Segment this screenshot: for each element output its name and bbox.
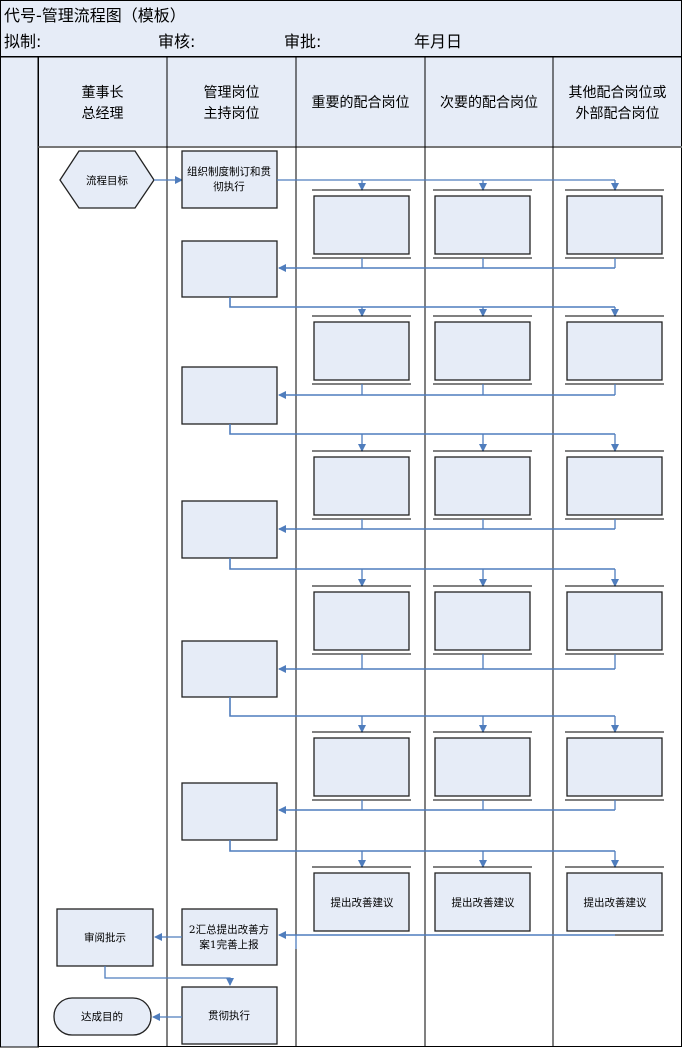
coordination-step-box — [313, 737, 410, 797]
coordination-step-box — [434, 456, 531, 516]
goal-label: 流程目标 — [86, 174, 128, 187]
management-step-box — [181, 908, 278, 966]
coordination-step-box — [313, 591, 410, 651]
lane-header-line1: 董事长 — [82, 85, 124, 101]
management-step-box — [181, 782, 278, 841]
execute-box — [181, 986, 278, 1045]
summary-label-line2: 案1完善上报 — [199, 938, 259, 951]
approved-label: 审批: — [284, 32, 321, 51]
coordination-step-box — [313, 456, 410, 516]
coordination-step-box — [313, 195, 410, 255]
coordination-step-box — [313, 872, 410, 932]
coordination-step-box — [434, 872, 531, 932]
suggest-label: 提出改善建议 — [331, 896, 394, 909]
management-step-box — [181, 240, 278, 298]
achieve-label: 达成目的 — [81, 1010, 123, 1023]
coordination-step-box — [434, 737, 531, 797]
organize-label-line1: 组织制度制订和贯 — [187, 165, 271, 178]
lane-header-line2: 总经理 — [82, 106, 124, 122]
left-strip — [0, 56, 39, 1048]
lane-header: 重要的配合岗位 — [312, 95, 410, 111]
achieve-terminal — [53, 997, 152, 1036]
review-box — [56, 908, 154, 967]
lane-header-line1: 其他配合岗位或 — [569, 85, 667, 101]
coordination-step-box — [434, 195, 531, 255]
coordination-step-box — [566, 195, 663, 255]
lane-header: 次要的配合岗位 — [440, 95, 538, 111]
title-area — [0, 0, 682, 57]
organize-label-line2: 彻执行 — [213, 180, 245, 193]
drafted-label: 拟制: — [4, 32, 41, 51]
summary-label-line1: 2汇总提出改善方 — [189, 923, 269, 936]
distribution-line — [229, 297, 615, 308]
column-header-band — [0, 56, 682, 148]
lane-header-line2: 外部配合岗位 — [576, 106, 660, 122]
reviewed-label: 审核: — [158, 32, 195, 51]
management-step-box — [181, 500, 278, 559]
distribution-line — [229, 697, 615, 717]
coordination-step-box — [313, 321, 410, 381]
coordination-step-box — [566, 456, 663, 516]
distribution-line — [229, 558, 615, 570]
review-to-execute-arrow — [104, 966, 234, 986]
coordination-step-box — [434, 321, 531, 381]
distribution-line — [229, 424, 615, 435]
coordination-step-box — [434, 591, 531, 651]
review-label: 审阅批示 — [84, 931, 126, 944]
page-title: 代号-管理流程图（模板） — [4, 6, 186, 25]
suggest-label: 提出改善建议 — [452, 896, 515, 909]
coordination-step-box — [566, 872, 663, 932]
lane-header-line2: 主持岗位 — [204, 106, 260, 122]
date-label: 年月日 — [414, 32, 462, 51]
execute-label: 贯彻执行 — [208, 1009, 250, 1022]
management-step-box — [181, 640, 278, 698]
coordination-step-box — [566, 591, 663, 651]
distribution-line — [229, 840, 615, 852]
management-step-box — [181, 150, 278, 209]
coordination-step-box — [566, 737, 663, 797]
lane-header-line1: 管理岗位 — [204, 85, 260, 101]
management-step-box — [181, 366, 278, 425]
coordination-step-box — [566, 321, 663, 381]
suggest-label: 提出改善建议 — [584, 896, 647, 909]
